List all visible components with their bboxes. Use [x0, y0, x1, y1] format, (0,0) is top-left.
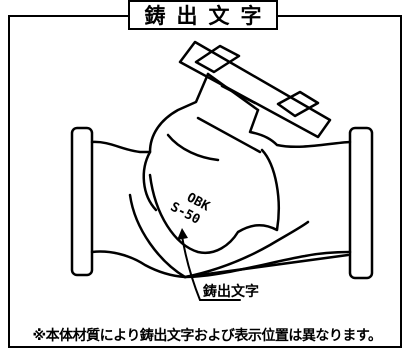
callout-label: 鋳出文字: [203, 283, 259, 300]
callout-arrow-icon: [177, 228, 188, 240]
left-flange: [70, 126, 94, 277]
strainer-arm-left: [142, 150, 158, 212]
casting-marking: OBK S-50: [168, 190, 212, 227]
body-curve-right: [183, 220, 310, 279]
body-bowl: [148, 148, 280, 255]
arm-curve: [166, 133, 220, 162]
body-curve-left: [128, 193, 187, 279]
body-bottom-line: [183, 253, 350, 279]
body-outline-upper-right: [248, 108, 352, 149]
title-box: 鋳出文字: [128, 0, 278, 30]
cap-bolt-right: [276, 90, 320, 118]
strainer-cap: [178, 40, 332, 139]
arm-line-2: [196, 116, 262, 154]
arm-line-1: [220, 84, 257, 105]
right-flange: [348, 126, 374, 280]
cap-bolt-left: [194, 44, 241, 74]
body-outline-upper-left: [90, 72, 210, 154]
callout-leader: [181, 235, 201, 301]
footnote: ※本体材質により鋳出文字および表示位置は異なります。: [32, 328, 382, 344]
